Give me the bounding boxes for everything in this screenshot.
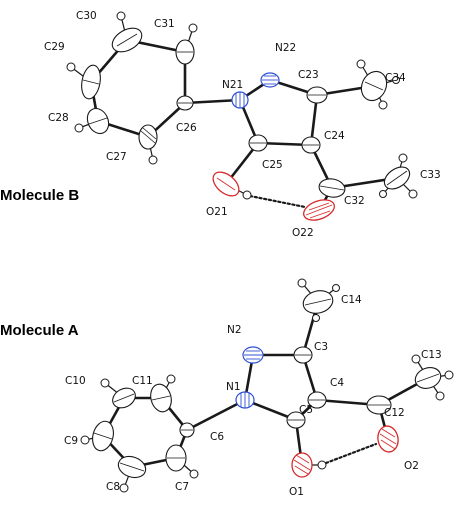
atom-c13 (414, 367, 442, 389)
molecule-b-labels: C30 C31 C29 C28 C27 C26 N21 N22 C23 C34 … (44, 10, 441, 239)
molecule-a-title: Molecule A (0, 322, 79, 339)
atom-c33 (383, 166, 411, 190)
label-c24: C24 (324, 130, 345, 142)
atom-c27 (138, 124, 158, 150)
hydrogen-atom (378, 100, 388, 110)
atom-c24 (301, 136, 321, 154)
label-c27: C27 (106, 151, 127, 163)
hydrogen-atom (379, 190, 387, 198)
label-c9: C9 (64, 435, 78, 447)
hydrogen-atom (148, 155, 158, 165)
atom-n21 (231, 91, 249, 109)
atom-c14 (302, 290, 334, 314)
label-c10: C10 (65, 375, 86, 387)
hydrogen-atom (166, 374, 176, 384)
hydrogen-atom (242, 190, 252, 200)
label-c31: C31 (154, 18, 175, 30)
label-c34: C34 (385, 72, 406, 84)
atom-c29 (81, 64, 101, 100)
atom-c23 (306, 86, 328, 104)
atom-c25 (248, 134, 268, 152)
hydrogen-atom (317, 460, 327, 470)
label-n21: N21 (222, 79, 243, 91)
label-c28: C28 (48, 112, 69, 124)
label-c13: C13 (421, 349, 442, 361)
atom-c32 (318, 178, 346, 198)
atom-c8 (117, 455, 147, 479)
molecule-b-atoms (66, 11, 418, 221)
atom-c34 (360, 70, 388, 102)
atom-c5 (286, 411, 306, 429)
label-c30: C30 (76, 10, 97, 22)
atom-c6 (179, 422, 195, 438)
atom-o21 (212, 171, 240, 197)
label-o21: O21 (206, 206, 228, 218)
hydrogen-atom (119, 483, 129, 493)
hydrogen-atom (116, 11, 126, 21)
label-n2: N2 (227, 324, 242, 336)
atom-c3 (293, 346, 313, 364)
label-c12: C12 (384, 407, 405, 419)
label-c8: C8 (106, 481, 120, 493)
hydrogen-atom (312, 314, 320, 322)
hydrogen-atom (297, 278, 307, 288)
atom-c9 (92, 420, 114, 452)
label-c33: C33 (420, 169, 441, 181)
hydrogen-atom (408, 189, 418, 199)
hydrogen-atom (188, 23, 198, 33)
hydrogen-atom (100, 378, 110, 388)
label-c23: C23 (298, 69, 319, 81)
label-c5: C5 (299, 404, 313, 416)
atom-n22 (260, 72, 280, 88)
atom-n2 (242, 346, 264, 364)
label-c25: C25 (262, 159, 283, 171)
atom-c26 (176, 95, 194, 111)
hydrogen-atom (189, 469, 199, 479)
hydrogen-atom (392, 76, 400, 84)
label-o1: O1 (289, 486, 304, 498)
label-c26: C26 (176, 122, 197, 134)
atom-n1 (235, 391, 255, 409)
hydrogen-atom (356, 59, 366, 69)
label-n22: N22 (275, 42, 296, 54)
molecule-a-atoms (80, 278, 454, 493)
label-c11: C11 (132, 375, 153, 387)
hydrogen-atom (435, 391, 445, 401)
hydrogen-atom (444, 370, 454, 380)
label-c32: C32 (344, 195, 365, 207)
atom-c7 (165, 444, 187, 472)
hydrogen-atom (398, 153, 408, 163)
label-n1: N1 (226, 381, 241, 393)
label-c3: C3 (314, 341, 328, 353)
hydrogen-atom (411, 354, 421, 364)
atom-c28 (86, 107, 110, 135)
hydrogen-atom (80, 435, 90, 445)
label-c7: C7 (175, 481, 189, 493)
atom-c11 (150, 383, 172, 413)
label-c14: C14 (341, 294, 362, 306)
atom-c12 (366, 395, 392, 415)
atom-o2 (377, 425, 399, 453)
label-c29: C29 (44, 41, 65, 53)
label-c6: C6 (210, 431, 224, 443)
molecule-b-title: Molecule B (0, 187, 79, 204)
atom-c31 (175, 39, 195, 65)
label-o22: O22 (292, 227, 314, 239)
hydrogen-atom (66, 62, 76, 72)
molecule-a: C14 N2 C3 C13 C10 C11 C4 N1 C12 C5 C6 C9… (0, 278, 454, 498)
molecule-a-labels: C14 N2 C3 C13 C10 C11 C4 N1 C12 C5 C6 C9… (64, 294, 442, 498)
hydrogen-atom (74, 123, 84, 133)
atom-o22 (303, 199, 335, 221)
atom-c30 (111, 27, 143, 53)
label-o2: O2 (404, 460, 419, 472)
label-c4: C4 (330, 377, 344, 389)
atom-o1 (291, 452, 313, 478)
atom-c10 (112, 387, 136, 409)
hydrogen-atom (332, 284, 340, 292)
atom-c4 (307, 391, 327, 409)
molecule-b: C30 C31 C29 C28 C27 C26 N21 N22 C23 C34 … (0, 10, 441, 239)
